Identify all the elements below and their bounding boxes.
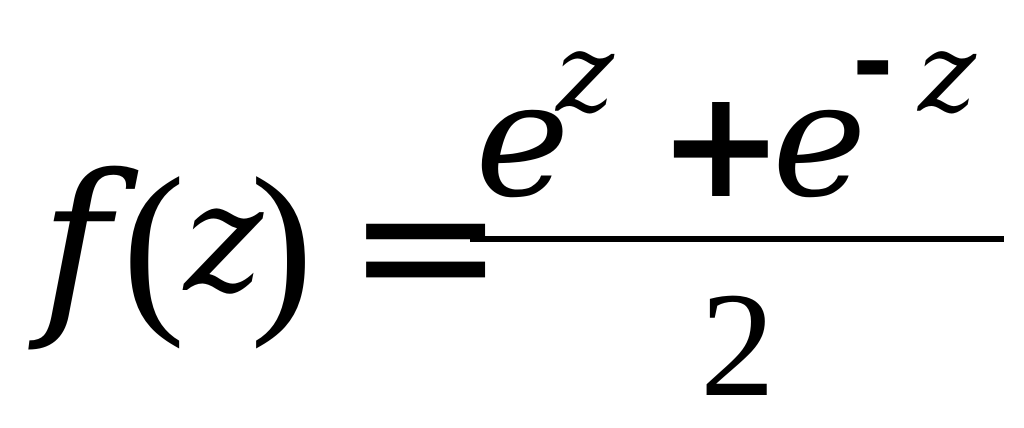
exponential-base: e (475, 46, 570, 233)
function-symbol: f (40, 134, 111, 355)
exponential-base: e (772, 46, 867, 233)
fraction-bar (470, 236, 1004, 242)
plus-sign: + (658, 58, 784, 232)
fraction-denominator: 2 (700, 262, 775, 428)
minus-sign: - (852, 3, 894, 120)
left-parenthesis: ( (122, 140, 186, 350)
exponent: z (918, 9, 976, 137)
function-argument: z (184, 152, 264, 326)
right-parenthesis: ) (250, 140, 314, 350)
exponent: z (556, 9, 614, 137)
equals-sign: = (346, 134, 506, 355)
